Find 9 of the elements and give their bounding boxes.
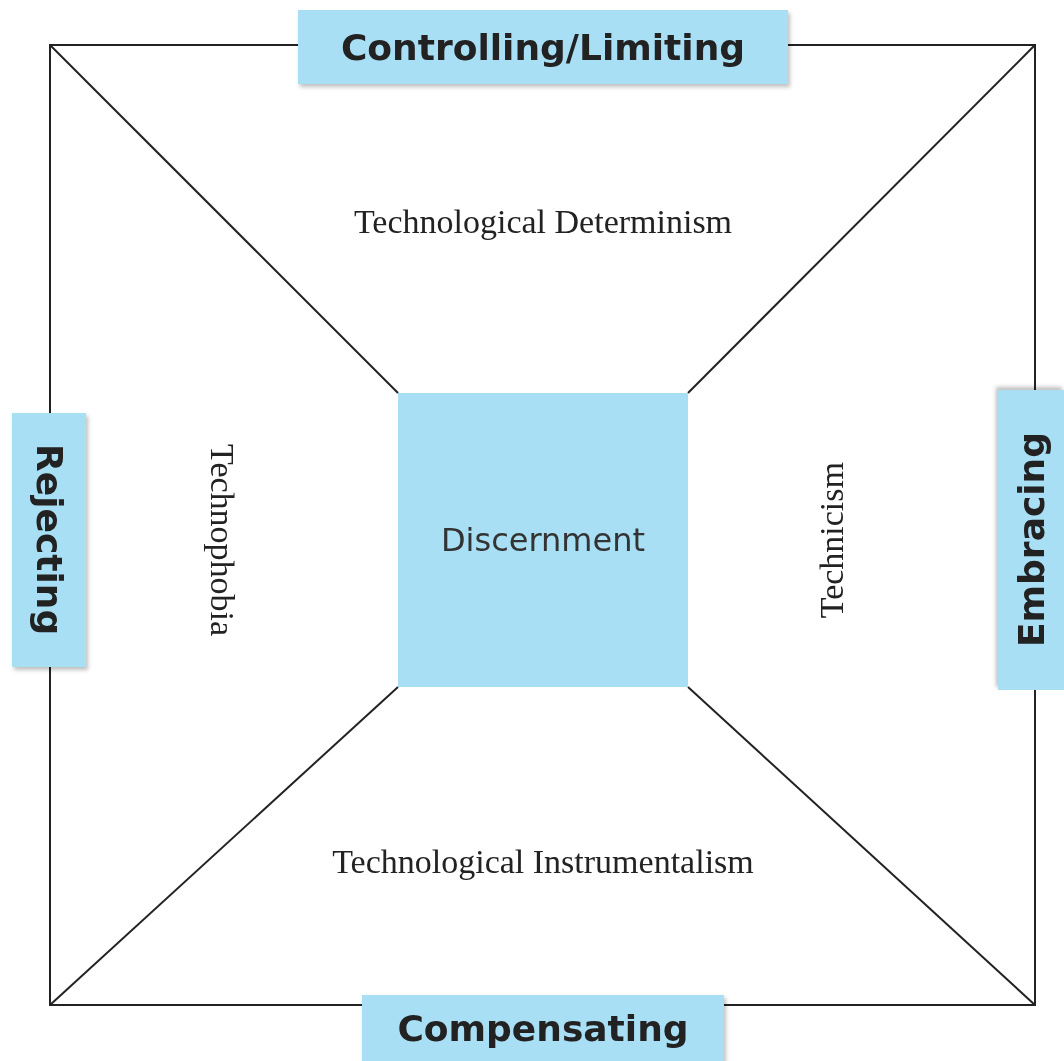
category-tab: Rejecting (12, 413, 86, 667)
center-box: Discernment (398, 393, 688, 687)
region-label: Technological Instrumentalism (332, 843, 754, 881)
category-tab: Embracing (998, 390, 1064, 690)
region-label: Technicism (813, 461, 851, 619)
region-label: Technophobia (203, 443, 241, 637)
category-tab: Controlling/Limiting (298, 10, 788, 84)
category-tab: Compensating (362, 995, 724, 1061)
region-label: Technological Determinism (353, 203, 733, 241)
